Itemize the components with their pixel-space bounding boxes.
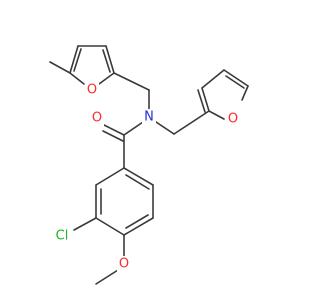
molecule-svg: O N O O Cl O [49, 45, 249, 285]
atom-labels: O N O O Cl O [51, 82, 240, 272]
atom-cl: Cl [51, 228, 73, 244]
bond [197, 89, 206, 113]
bond [225, 75, 245, 89]
bond [102, 130, 124, 142]
bond [73, 48, 82, 72]
atom-o-carbonyl: O [90, 110, 104, 126]
bond [123, 217, 154, 236]
bond [69, 45, 79, 74]
bond [123, 167, 154, 186]
atom-n-amide: N [142, 109, 156, 125]
bond [173, 110, 210, 135]
bond [95, 269, 119, 285]
bond [201, 69, 225, 89]
atom-o-methoxy: O [117, 256, 131, 272]
atom-label: O [228, 112, 238, 127]
bond [155, 121, 175, 135]
bond [95, 167, 125, 186]
bond [69, 72, 85, 85]
atom-label: O [92, 111, 102, 126]
atom-o-furan: O [226, 111, 240, 127]
molecule-structure: O N O O Cl O [49, 45, 249, 285]
atom-label: O [87, 83, 97, 98]
atom-label: O [119, 257, 129, 272]
bond [201, 87, 210, 112]
bond [223, 69, 249, 87]
bond [113, 72, 150, 91]
atom-label: N [144, 110, 154, 125]
bond [208, 110, 225, 120]
bond [105, 45, 115, 74]
bond [123, 121, 144, 136]
bonds [49, 45, 249, 285]
bond [102, 49, 111, 73]
bond [98, 72, 115, 85]
bond [125, 174, 150, 190]
bond [49, 61, 71, 74]
bond [103, 124, 125, 136]
atom-o-methylfuran: O [85, 82, 99, 98]
atom-label: Cl [56, 229, 69, 244]
bond [125, 214, 149, 229]
bond [73, 217, 97, 231]
bond [241, 85, 249, 101]
bond [95, 217, 125, 236]
